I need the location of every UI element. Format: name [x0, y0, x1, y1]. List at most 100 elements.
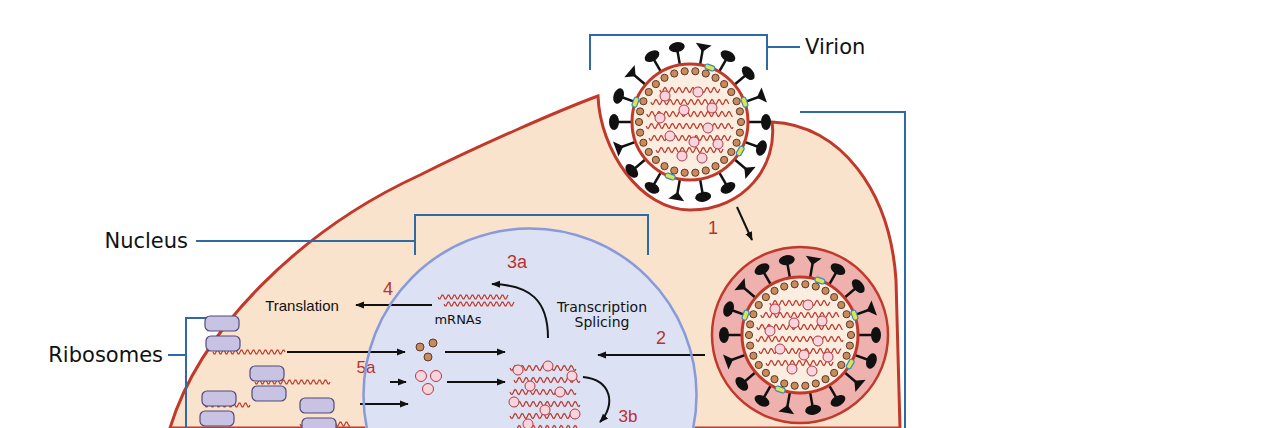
- spike-stalk: [829, 385, 837, 398]
- capsid-unit: [652, 80, 659, 87]
- nucleoprotein: [555, 387, 565, 397]
- bracket-lines: [168, 35, 905, 428]
- capsid-unit: [637, 108, 644, 115]
- spike-stalk: [700, 50, 703, 65]
- transcription-arrow: [492, 284, 548, 338]
- leader-line: [168, 354, 186, 356]
- spike-head: [624, 65, 640, 82]
- capsid-unit: [831, 293, 838, 300]
- spike-head: [733, 375, 751, 394]
- spike-stalk: [787, 263, 790, 278]
- spike-stalk: [617, 121, 632, 124]
- spike-head: [719, 179, 738, 196]
- spike-stalk: [731, 355, 745, 360]
- capsid-unit: [637, 129, 644, 136]
- nucleoprotein: [697, 153, 707, 163]
- spike-stalk: [700, 179, 703, 194]
- capsid-unit: [791, 281, 798, 288]
- capsid-unit: [429, 339, 437, 347]
- nucleoprotein: [817, 316, 827, 326]
- virion-envelope: [632, 64, 748, 180]
- mrna-strand: [438, 295, 508, 299]
- spike-head: [829, 261, 848, 278]
- membrane-protein: [631, 97, 639, 108]
- nucleoprotein: [693, 87, 703, 97]
- capsid-unit: [838, 301, 845, 308]
- label-holder: 1: [708, 219, 718, 238]
- ribosome: [206, 336, 240, 351]
- nucleoprotein: [543, 361, 553, 371]
- nucleoprotein: [660, 91, 670, 101]
- capsid-unit: [733, 98, 740, 105]
- membrane-protein: [736, 145, 745, 156]
- nucleoprotein: [689, 137, 699, 147]
- rna-strand: [660, 88, 720, 93]
- spike-head: [754, 139, 769, 157]
- nucleoprotein: [431, 371, 442, 382]
- capsid-unit: [721, 80, 728, 87]
- capsid-unit: [831, 369, 838, 376]
- nucleoprotein: [813, 336, 823, 346]
- spike-head: [719, 327, 729, 343]
- spike-stalk: [744, 288, 755, 298]
- protein-arrow: [287, 351, 405, 353]
- nucleoprotein: [713, 139, 723, 149]
- spike-head: [864, 300, 877, 318]
- capsid-unit: [681, 169, 688, 176]
- capsid-unit: [846, 342, 853, 349]
- spike-head: [871, 327, 881, 343]
- spike-head: [804, 256, 821, 267]
- ribosome: [202, 391, 236, 406]
- capsid-unit: [736, 129, 743, 136]
- spike-stalk: [677, 179, 680, 194]
- nucleoprotein: [523, 419, 533, 428]
- capsid-unit: [791, 382, 798, 389]
- nucleoprotein: [803, 300, 813, 310]
- nucleoprotein: [423, 384, 434, 395]
- leader-line: [196, 240, 415, 242]
- capsid-unit: [702, 70, 709, 77]
- capsid-unit: [843, 311, 850, 318]
- spike-head: [753, 261, 772, 278]
- rna-strand: [770, 301, 830, 306]
- nucleoprotein: [525, 381, 535, 391]
- nucleoprotein: [416, 371, 427, 382]
- capsid-unit: [755, 361, 762, 368]
- capsid-unit: [733, 139, 740, 146]
- part-name: Ribosomes: [48, 345, 163, 366]
- nucleoprotein: [789, 318, 799, 328]
- node-text: mRNAs: [434, 313, 481, 327]
- capsid-unit: [822, 376, 829, 383]
- spike-stalk: [654, 172, 662, 185]
- callout-number: 4: [383, 280, 393, 298]
- spike-head: [613, 139, 626, 157]
- spike-stalk: [727, 334, 742, 337]
- export-arrow: [356, 304, 432, 306]
- spike-stalk: [734, 75, 745, 85]
- capsid-unit: [838, 361, 845, 368]
- nucleoprotein: [799, 350, 809, 360]
- capsid-unit: [750, 311, 757, 318]
- spike-stalk: [829, 272, 837, 285]
- spike-stalk: [719, 172, 727, 185]
- capsid-unit: [640, 139, 647, 146]
- capsid-unit: [728, 148, 735, 155]
- capsid-unit: [681, 68, 688, 75]
- nucleoprotein: [513, 365, 523, 375]
- label-holder: 3a: [507, 253, 527, 272]
- capsid-unit: [771, 376, 778, 383]
- capsid-unit: [781, 380, 788, 387]
- spike-head: [778, 254, 795, 267]
- spike-head: [761, 114, 771, 130]
- capsid-unit: [745, 331, 752, 338]
- text-holder: Transcription Splicing: [557, 300, 647, 331]
- capsid-unit: [424, 353, 432, 361]
- capsid-unit: [802, 382, 809, 389]
- spike-stalk: [844, 372, 855, 382]
- part-name: Nucleus: [104, 231, 188, 252]
- capsid-unit: [846, 321, 853, 328]
- ribosome: [300, 398, 334, 413]
- spike-stalk: [810, 263, 813, 278]
- spike-head: [668, 41, 685, 54]
- virion-figure: [609, 41, 771, 203]
